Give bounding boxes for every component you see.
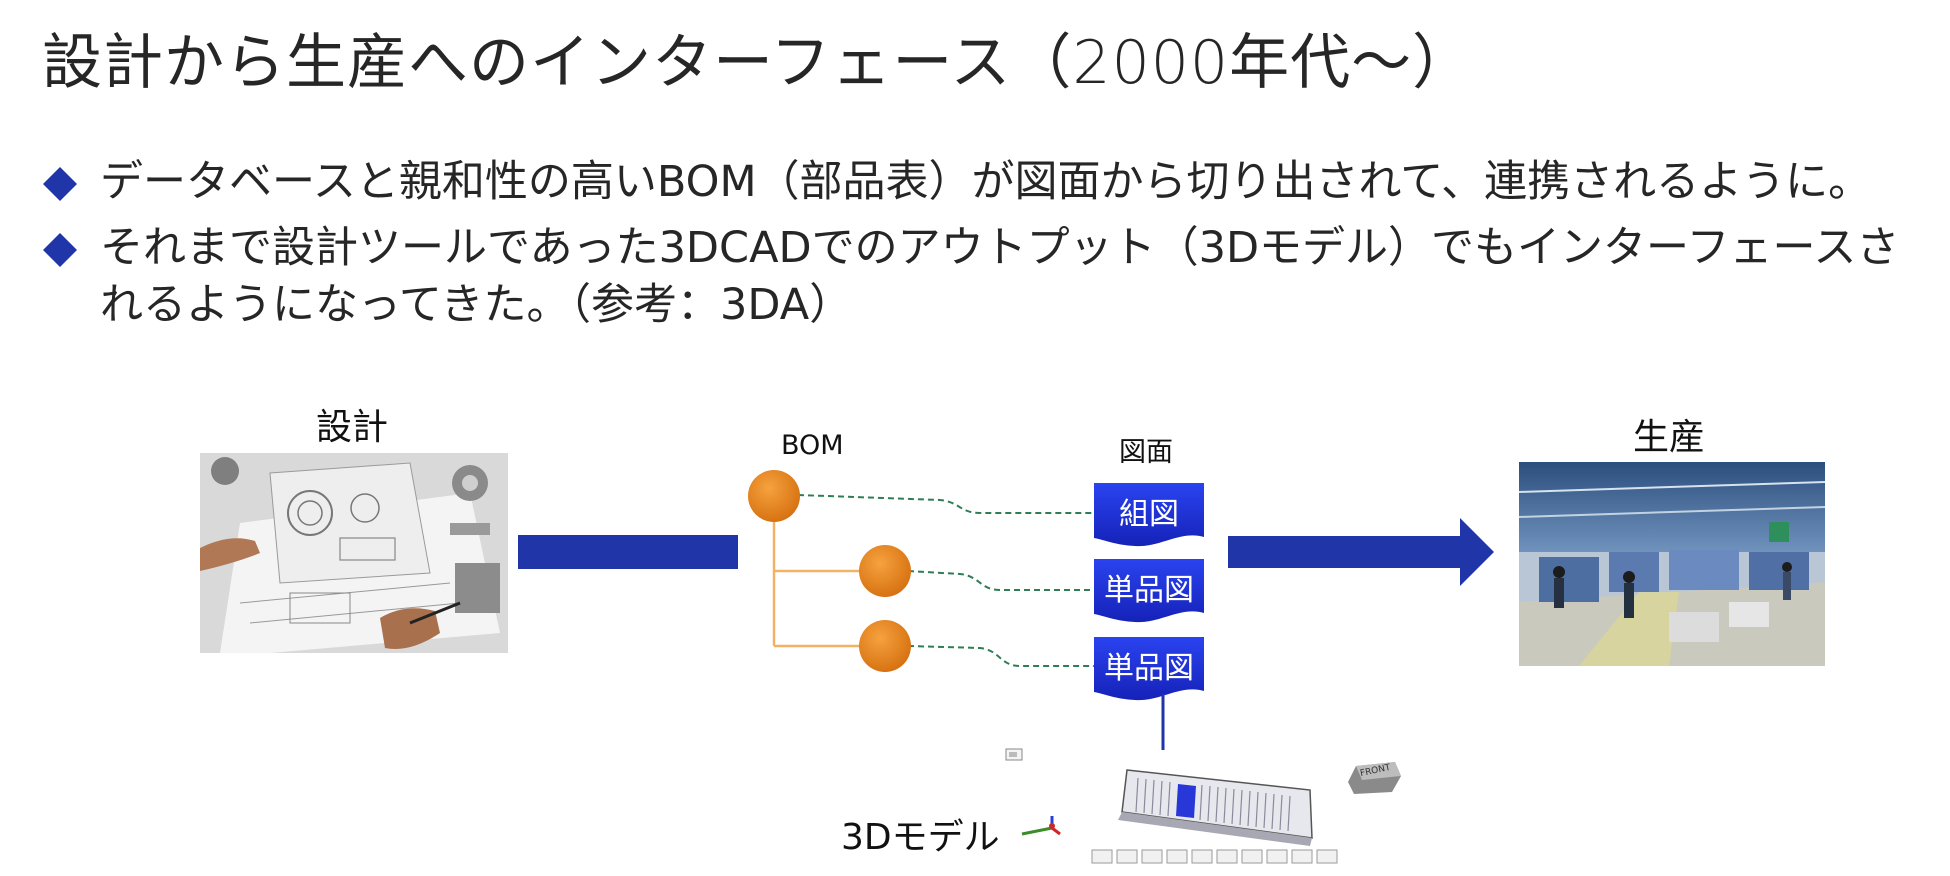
- view-cube-icon: [1348, 762, 1401, 794]
- bullet-item-bom: データベースと親和性の高いBOM（部品表）が図面から切り出されて、連携されるよう…: [42, 154, 1871, 211]
- drawing-doc-part: [1094, 559, 1204, 623]
- drawing-doc-part: [1094, 637, 1204, 701]
- drawing-label-part: 単品図: [1104, 651, 1194, 686]
- bom-drawing-connector: [907, 570, 1094, 591]
- bom-drawing-connector: [797, 494, 1094, 514]
- production-photo: [1519, 462, 1825, 666]
- axis-triad-icon: [1021, 816, 1061, 836]
- bom-label: BOM: [781, 430, 844, 461]
- slide-title: 設計から生産へのインターフェース（2000年代〜）: [42, 28, 1474, 98]
- bom-drawing-connector: [907, 645, 1094, 667]
- drawing-label-part: 単品図: [1104, 573, 1194, 608]
- design-label: 設計: [316, 407, 389, 448]
- bullet-item-3dcad: それまで設計ツールであった3DCADでのアウトプット（3Dモデル）でもインターフ…: [42, 220, 1899, 334]
- bullet-text: データベースと親和性の高いBOM（部品表）が図面から切り出されて、連携されるよう…: [100, 157, 1872, 207]
- viewer-toolbar: [1091, 849, 1338, 864]
- image-placeholder-icon: [1005, 748, 1023, 761]
- production-flow-arrow: [1228, 518, 1494, 586]
- bom-child-node: [859, 620, 911, 672]
- diamond-bullet-icon: [43, 167, 77, 201]
- design-photo: [200, 453, 508, 653]
- bom-child-node: [859, 545, 911, 597]
- model-label: 3Dモデル: [841, 817, 1000, 858]
- bullet-text-continued: れるようになってきた。（参考：3DA）: [100, 280, 853, 330]
- drawing-label-assembly: 組図: [1119, 497, 1179, 532]
- diamond-bullet-icon: [43, 233, 77, 267]
- drawing-label: 図面: [1119, 437, 1173, 468]
- bullet-text: それまで設計ツールであった3DCADでのアウトプット（3Dモデル）でもインターフ…: [100, 223, 1900, 273]
- 3d-model-part: [1118, 769, 1313, 846]
- design-flow-bar: [518, 535, 738, 569]
- bom-root-node: [748, 470, 800, 522]
- production-label: 生産: [1633, 417, 1706, 458]
- drawing-doc-assembly: [1094, 483, 1204, 547]
